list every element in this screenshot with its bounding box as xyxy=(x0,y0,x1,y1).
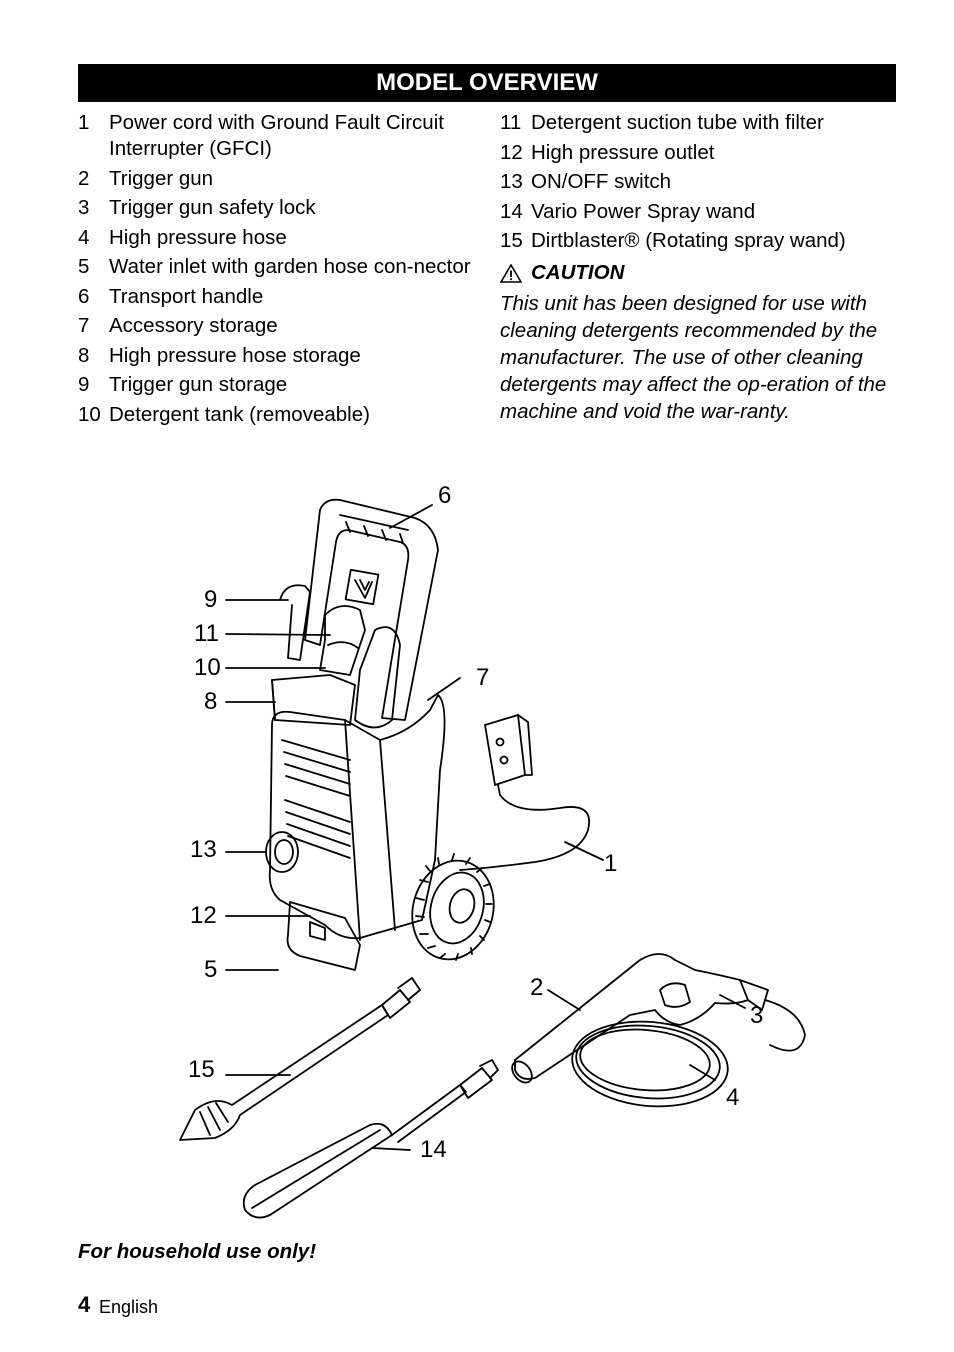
callout-1: 1 xyxy=(604,850,618,877)
item-label: Detergent suction tube with filter xyxy=(531,111,824,134)
item-label: Trigger gun storage xyxy=(109,373,288,396)
list-item: 12 High pressure outlet xyxy=(500,140,900,166)
callout-13: 13 xyxy=(190,836,217,863)
list-item: 8 High pressure hose storage xyxy=(78,343,478,369)
item-label: Power cord with Ground Fault Circuit Int… xyxy=(109,111,444,160)
caution-text: This unit has been designed for use with… xyxy=(500,292,887,423)
callout-12: 12 xyxy=(190,902,217,929)
item-label: Dirtblaster® (Rotating spray wand) xyxy=(531,229,846,252)
list-item: 11 Detergent suction tube with filter xyxy=(500,110,900,136)
item-number: 3 xyxy=(78,196,90,219)
household-use-note: For household use only! xyxy=(78,1240,317,1263)
parts-list-right: 11 Detergent suction tube with filter 12 H… xyxy=(500,110,900,425)
item-number: 1 xyxy=(78,111,90,134)
callout-6: 6 xyxy=(438,482,452,509)
page-language: English xyxy=(99,1297,159,1317)
list-item: 13 ON/OFF switch xyxy=(500,169,900,195)
caution-label: CAUTION xyxy=(531,261,625,284)
item-number: 5 xyxy=(78,255,90,278)
product-illustration: 6 9 11 10 7 8 13 1 12 5 2 3 15 4 14 xyxy=(160,470,820,1230)
page-title: MODEL OVERVIEW xyxy=(78,64,896,102)
item-number: 2 xyxy=(78,166,90,190)
callout-14: 14 xyxy=(420,1136,447,1163)
list-item: 5 Water inlet with garden hose con-nector xyxy=(78,254,478,280)
item-label: High pressure hose xyxy=(109,225,287,249)
item-number: 7 xyxy=(78,314,90,337)
callout-9: 9 xyxy=(204,586,218,613)
item-label: Accessory storage xyxy=(109,314,278,337)
callout-5: 5 xyxy=(204,956,218,983)
pressure-washer-drawing xyxy=(179,498,806,1219)
callout-10: 10 xyxy=(194,654,221,681)
parts-list-left: 1 Power cord with Ground Fault Circuit In… xyxy=(78,110,478,431)
item-number: 8 xyxy=(78,343,90,367)
item-label: Transport handle xyxy=(109,284,264,308)
item-number: 4 xyxy=(78,225,90,249)
item-number: 12 xyxy=(500,140,523,164)
item-number: 6 xyxy=(78,284,90,308)
caution-heading: CAUTION xyxy=(500,260,900,286)
callout-2: 2 xyxy=(530,974,544,1001)
item-label: Vario Power Spray wand xyxy=(531,199,756,223)
callout-3: 3 xyxy=(750,1002,764,1029)
item-number: 15 xyxy=(500,229,523,252)
warning-triangle-icon xyxy=(500,263,522,283)
list-item: 14 Vario Power Spray wand xyxy=(500,199,900,225)
list-item: 2 Trigger gun xyxy=(78,166,478,192)
item-number: 14 xyxy=(500,199,523,223)
item-label: Trigger gun xyxy=(109,166,214,190)
item-number: 13 xyxy=(500,170,523,193)
item-label: High pressure outlet xyxy=(531,140,715,164)
list-item: 7 Accessory storage xyxy=(78,313,478,339)
list-item: 3 Trigger gun safety lock xyxy=(78,195,478,221)
callout-8: 8 xyxy=(204,688,218,715)
list-item: 4 High pressure hose xyxy=(78,225,478,251)
page-number: 4 xyxy=(78,1292,91,1317)
item-label: Water inlet with garden hose con-nector xyxy=(109,255,471,278)
list-item: 15 Dirtblaster® (Rotating spray wand) xyxy=(500,228,900,254)
list-item: 6 Transport handle xyxy=(78,284,478,310)
item-number: 10 xyxy=(78,402,101,426)
list-item: 1 Power cord with Ground Fault Circuit In… xyxy=(78,110,478,162)
item-label: ON/OFF switch xyxy=(531,170,672,193)
item-label: Detergent tank (removeable) xyxy=(109,402,370,426)
item-label: High pressure hose storage xyxy=(109,343,361,367)
list-item: 9 Trigger gun storage xyxy=(78,372,478,398)
callout-7: 7 xyxy=(476,664,490,691)
list-item: 10 Detergent tank (removeable) xyxy=(78,402,478,428)
callout-15: 15 xyxy=(188,1056,215,1083)
item-label: Trigger gun safety lock xyxy=(109,196,316,219)
item-number: 11 xyxy=(500,111,522,134)
item-number: 9 xyxy=(78,373,90,396)
callout-11: 11 xyxy=(194,620,219,647)
callout-4: 4 xyxy=(726,1084,740,1111)
